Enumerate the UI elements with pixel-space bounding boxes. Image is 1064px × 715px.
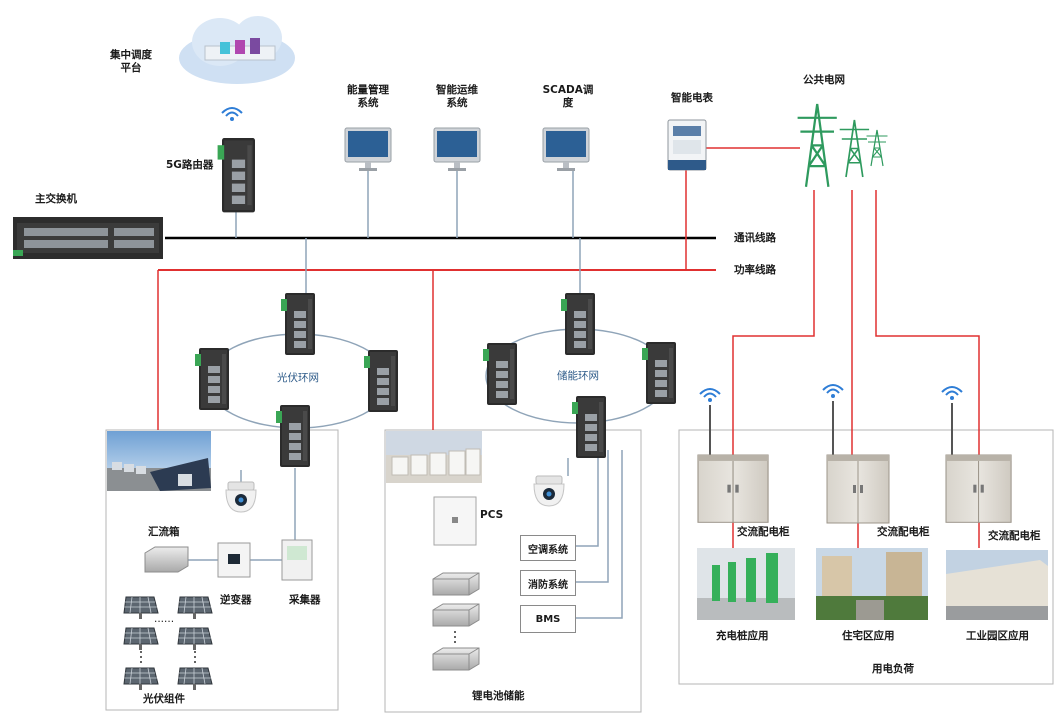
ev-charging-label: 充电桩应用 <box>716 630 769 642</box>
wifi-icon <box>221 107 243 122</box>
wifi-icon <box>822 384 844 399</box>
public-grid-label: 公共电网 <box>803 74 845 86</box>
residential-label: 住宅区应用 <box>842 630 895 642</box>
ops-label: 智能运维 系统 <box>436 84 478 109</box>
distribution-cabinet-icon <box>826 454 890 524</box>
residential-photo <box>816 548 928 620</box>
vertical-dots <box>454 631 456 643</box>
dispatch-platform-label: 集中调度 平台 <box>110 49 152 74</box>
ac-cabinet-label-1: 交流配电柜 <box>737 526 790 538</box>
antennas <box>709 401 953 455</box>
dome-camera-icon <box>225 481 257 513</box>
distribution-cabinet-icon <box>697 454 769 523</box>
transmission-tower-icon <box>796 102 838 188</box>
load-group-frame <box>678 429 1054 685</box>
monitor-icon-ems <box>344 127 392 172</box>
main-switch-icon <box>13 217 163 259</box>
pv-group-frame <box>105 429 339 711</box>
ac-system-box: 空调系统 <box>520 535 576 561</box>
power-load-label: 用电负荷 <box>872 663 914 675</box>
industrial-label: 工业园区应用 <box>966 630 1029 642</box>
combiner-box-icon <box>144 546 189 573</box>
battery-module-icon <box>432 572 480 671</box>
storage-label: 锂电池储能 <box>472 690 525 702</box>
pv-ring-switch-top <box>281 293 315 355</box>
cloud-icon <box>179 16 295 84</box>
pv-ring-label: 光伏环网 <box>277 372 319 384</box>
collector-label: 采集器 <box>289 594 321 606</box>
storage-ring-switch-left <box>483 343 517 405</box>
fire-system-box: 消防系统 <box>520 570 576 596</box>
pv-ring-switch-right <box>364 350 398 412</box>
pcs-cabinet-icon <box>433 496 477 546</box>
distribution-cabinet-icon <box>945 454 1012 523</box>
power-line-label: 功率线路 <box>734 264 776 276</box>
monitor-icon-ops <box>433 127 481 172</box>
electric-meter-icon <box>667 119 707 171</box>
solar-panel-icon <box>123 596 213 691</box>
power-links <box>157 147 980 548</box>
inverter-icon <box>217 542 251 578</box>
combiner-box-label: 汇流箱 <box>148 526 180 538</box>
ac-cabinet-label-2: 交流配电柜 <box>877 526 930 538</box>
storage-ring-switch-bottom <box>572 396 606 458</box>
inverter-label: 逆变器 <box>220 594 252 606</box>
scada-label: SCADA调 度 <box>542 84 594 109</box>
storage-ring-switch-top <box>561 293 595 355</box>
ev-charging-photo <box>697 548 795 620</box>
transmission-tower-icon <box>838 119 870 178</box>
comm-line-label: 通讯线路 <box>734 232 776 244</box>
wifi-icon <box>699 388 721 403</box>
pv-modules-label: 光伏组件 <box>143 693 185 705</box>
ems-label: 能量管理 系统 <box>347 84 389 109</box>
router-label: 5G路由器 <box>166 159 214 171</box>
bms-box: BMS <box>520 605 576 633</box>
storage-plant-photo <box>386 431 482 483</box>
router-icon <box>217 138 255 213</box>
storage-group-frame <box>384 429 642 713</box>
collector-icon <box>281 539 313 581</box>
dome-camera-icon <box>533 475 565 507</box>
monitor-icon-scada <box>542 127 590 172</box>
pv-ring-switch-left <box>195 348 229 410</box>
storage-ring-switch-right <box>642 342 676 404</box>
transmission-tower-icon <box>865 129 889 167</box>
pcs-label: PCS <box>480 509 504 521</box>
storage-ring-label: 储能环网 <box>557 370 599 382</box>
wifi-icon <box>941 386 963 401</box>
pv-ring-switch-bottom <box>276 405 310 467</box>
ac-cabinet-label-3: 交流配电柜 <box>988 530 1041 542</box>
industrial-photo <box>946 550 1048 620</box>
dots-label: ...... <box>154 613 175 625</box>
vertical-dots <box>140 651 196 663</box>
pv-plant-photo <box>107 431 211 491</box>
main-switch-label: 主交换机 <box>35 193 77 205</box>
smart-meter-label: 智能电表 <box>671 92 713 104</box>
